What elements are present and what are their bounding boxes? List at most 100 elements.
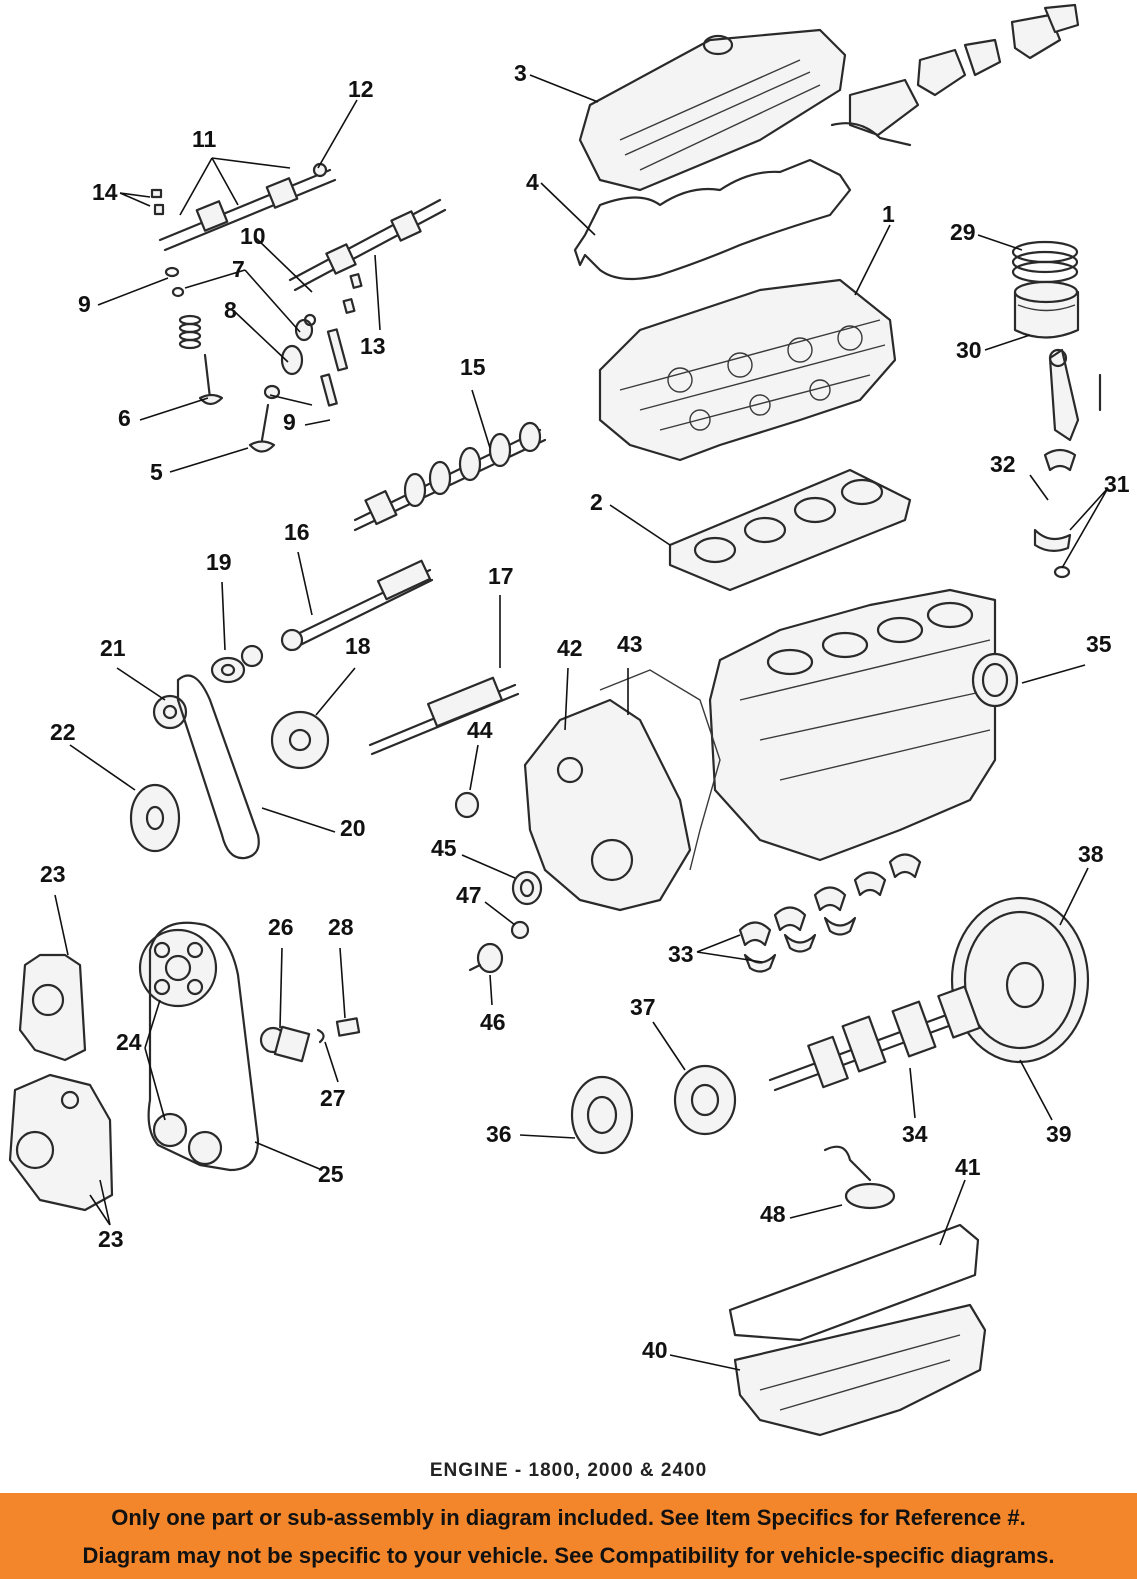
front-case (523, 669, 721, 912)
callout-4: 4 (526, 169, 539, 195)
notice-line-1: Only one part or sub-assembly in diagram… (111, 1505, 1026, 1530)
cylinder-block (708, 588, 997, 862)
rocker-shaft-assembly (158, 162, 447, 292)
callout-30: 30 (956, 337, 982, 363)
oil-pump-gear-drive (468, 942, 504, 974)
callout-47: 47 (456, 882, 482, 908)
callout-24: 24 (116, 1029, 142, 1055)
callout-14: 14 (92, 179, 118, 205)
rear-main-seal (971, 652, 1019, 708)
timing-belt (147, 921, 260, 1172)
notice-line-2: Diagram may not be specific to your vehi… (82, 1543, 1055, 1568)
valve-springs (164, 266, 317, 376)
callout-21: 21 (100, 635, 126, 661)
callout-40: 40 (642, 1337, 668, 1363)
callout-7: 7 (232, 256, 245, 282)
balance-shaft-upper (240, 559, 434, 668)
tensioner-spacer (335, 1017, 361, 1037)
flywheel (950, 896, 1090, 1064)
callout-11: 11 (192, 126, 217, 152)
engine-exploded-diagram: 3 4 1 2 29 30 32 31 35 12 11 14 10 7 8 9… (8, 3, 1130, 1437)
callout-35: 35 (1086, 631, 1112, 657)
callout-27: 27 (320, 1085, 346, 1111)
callout-22: 22 (50, 719, 76, 745)
callout-9-right: 9 (283, 409, 296, 435)
valve-cover (578, 28, 847, 192)
callout-31: 31 (1104, 471, 1130, 497)
leader-lines (54, 74, 1109, 1371)
balance-shaft-lower (368, 676, 520, 756)
oil-pan (733, 1303, 987, 1437)
callout-29: 29 (950, 219, 976, 245)
seal-45 (511, 870, 543, 906)
head-gasket (668, 468, 912, 592)
timing-belt-balance (176, 674, 260, 860)
front-crank-seal (570, 1075, 634, 1155)
tensioner-spring (316, 1028, 325, 1044)
callout-44: 44 (467, 717, 493, 743)
callout-32: 32 (990, 451, 1016, 477)
callout-10: 10 (240, 223, 266, 249)
crank-timing-sprockets (152, 1112, 223, 1166)
piston-rings (1011, 240, 1079, 284)
callout-1: 1 (882, 201, 895, 227)
callout-8: 8 (224, 297, 237, 323)
sprocket-bushing (210, 656, 246, 684)
oil-pump-sprocket (270, 710, 330, 770)
crankshaft-sprocket (673, 1064, 737, 1136)
oil-pan-gasket (728, 1223, 980, 1342)
callout-33: 33 (668, 941, 694, 967)
upper-timing-cover (18, 953, 87, 1062)
callout-6: 6 (118, 405, 131, 431)
cylinder-head (598, 278, 897, 462)
intake-valve (198, 353, 224, 406)
callout-9-left: 9 (78, 291, 91, 317)
exhaust-valve (248, 384, 281, 453)
diagram-caption: ENGINE - 1800, 2000 & 2400 (429, 1460, 708, 1481)
callout-18: 18 (345, 633, 371, 659)
callout-39: 39 (1046, 1121, 1072, 1147)
callout-25: 25 (318, 1161, 344, 1187)
callout-15: 15 (460, 354, 486, 380)
callout-12: 12 (348, 76, 374, 102)
callout-43: 43 (617, 631, 643, 657)
timing-belt-tensioner (259, 1025, 311, 1063)
crank-pulley (129, 783, 181, 853)
callout-45: 45 (431, 835, 457, 861)
callout-2: 2 (590, 489, 603, 515)
callout-38: 38 (1078, 841, 1104, 867)
callout-42: 42 (557, 635, 583, 661)
callout-20: 20 (340, 815, 366, 841)
crankshaft (768, 985, 981, 1092)
piston (1013, 280, 1080, 339)
camshaft (353, 421, 547, 532)
callout-37: 37 (630, 994, 656, 1020)
lower-timing-cover (8, 1073, 114, 1212)
callout-36: 36 (486, 1121, 512, 1147)
oil-pump-gear-driven (510, 920, 530, 940)
camshaft-sprocket (138, 928, 218, 1008)
callout-numbers: 3 4 1 2 29 30 32 31 35 12 11 14 10 7 8 9… (40, 60, 1130, 1363)
callout-23-top: 23 (40, 861, 66, 887)
rod-bearings (1033, 448, 1077, 579)
rocker-arms-upper-right (830, 3, 1080, 147)
seal-44 (454, 791, 480, 819)
callout-41: 41 (955, 1154, 981, 1180)
connecting-rod (1048, 348, 1102, 442)
callout-26: 26 (268, 914, 294, 940)
tensioner-pulley (152, 694, 188, 730)
main-bearings (738, 853, 922, 973)
valve-cover-gasket (573, 158, 852, 281)
callout-48: 48 (760, 1201, 786, 1227)
callout-34: 34 (902, 1121, 928, 1147)
callout-19: 19 (206, 549, 232, 575)
callout-16: 16 (284, 519, 310, 545)
lash-adjusters (150, 188, 165, 216)
callout-46: 46 (480, 1009, 506, 1035)
callout-3: 3 (514, 60, 527, 86)
callout-23-bottom: 23 (98, 1226, 124, 1252)
oil-pickup (823, 1145, 896, 1210)
notice-banner: Only one part or sub-assembly in diagram… (0, 1493, 1137, 1579)
callout-13: 13 (360, 333, 386, 359)
hydraulic-lifters (320, 273, 363, 407)
